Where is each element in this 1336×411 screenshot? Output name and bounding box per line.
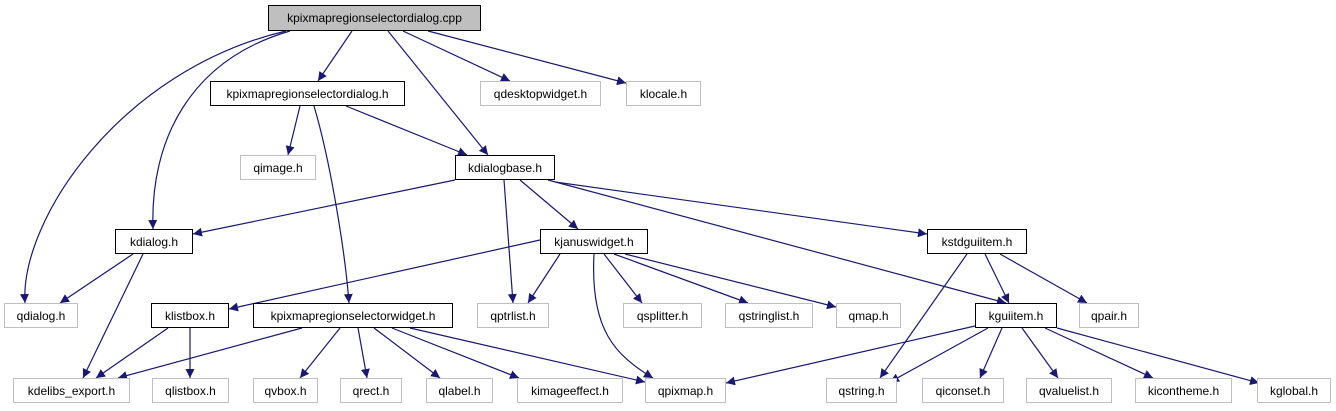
edge-widget_h-to-qpixmap	[409, 327, 646, 385]
node-qlabel: qlabel.h	[426, 378, 493, 403]
node-label: qstringlist.h	[738, 308, 800, 323]
edge-cpp-to-dlg_h	[317, 30, 353, 82]
node-widget_h[interactable]: kpixmapregionselectorwidget.h	[253, 303, 453, 328]
edge-kdialog-to-qdialog	[59, 253, 134, 304]
node-label: kstdguiitem.h	[941, 234, 1013, 249]
edge-cpp-to-qdesktopwidget	[402, 30, 511, 82]
edge-kdialogbase-to-qptrlist	[503, 179, 517, 304]
node-label: qstring.h	[838, 383, 885, 398]
node-qsplitter: qsplitter.h	[623, 303, 702, 328]
edge-kjanuswidget-to-qsplitter	[603, 253, 643, 304]
edge-widget_h-to-qlabel	[373, 327, 441, 379]
node-klocale: klocale.h	[626, 81, 701, 106]
edge-kguiitem-to-qvaluelist	[1021, 327, 1059, 379]
edge-kstdguiitem-to-qstring	[879, 253, 968, 379]
node-qmap: qmap.h	[836, 303, 901, 328]
node-kdialogbase[interactable]: kdialogbase.h	[455, 155, 555, 180]
edge-kguiitem-to-qpixmap	[725, 325, 976, 386]
edge-kguiitem-to-kicontheme	[1044, 327, 1154, 379]
node-label: kguiitem.h	[988, 308, 1044, 323]
edge-kjanuswidget-to-qpixmap	[592, 253, 654, 379]
node-label: qrect.h	[352, 383, 390, 398]
edge-kjanuswidget-to-qmap	[624, 253, 837, 310]
node-qstringlist: qstringlist.h	[725, 303, 813, 328]
edge-kdialogbase-to-kstdguiitem	[554, 181, 928, 238]
node-label: qiconset.h	[935, 383, 991, 398]
node-qdesktopwidget: qdesktopwidget.h	[480, 81, 601, 106]
edge-widget_h-to-kdelibs_export	[117, 327, 303, 380]
node-label: qlabel.h	[438, 383, 481, 398]
node-kglobal: kglobal.h	[1257, 378, 1331, 403]
node-dlg_h[interactable]: kpixmapregionselectordialog.h	[210, 81, 405, 106]
node-label: klistbox.h	[164, 308, 216, 323]
edge-dlg_h-to-qimage	[285, 105, 301, 156]
node-label: kglobal.h	[1269, 383, 1319, 398]
node-label: kicontheme.h	[1147, 383, 1220, 398]
edge-kdialogbase-to-kguiitem	[547, 179, 1007, 306]
edge-cpp-to-qdialog	[19, 30, 287, 304]
node-qiconset: qiconset.h	[922, 378, 1004, 403]
edge-dlg_h-to-widget_h	[313, 105, 353, 304]
edge-kdialogbase-to-kdialog	[192, 179, 456, 237]
edge-kguiitem-to-qiconset	[979, 327, 1003, 379]
node-label: qlistbox.h	[165, 383, 216, 398]
node-label: qdialog.h	[16, 308, 66, 323]
node-kguiitem[interactable]: kguiitem.h	[975, 303, 1057, 328]
edge-kdialogbase-to-kjanuswidget	[519, 179, 579, 230]
node-label: kdialog.h	[129, 234, 179, 249]
edge-kguiitem-to-kglobal	[1056, 327, 1260, 385]
node-qrect: qrect.h	[340, 378, 402, 403]
node-label: qvaluelist.h	[1038, 383, 1100, 398]
edge-kjanuswidget-to-qptrlist	[527, 253, 561, 304]
edge-kjanuswidget-to-qstringlist	[613, 253, 749, 305]
node-label: qptrlist.h	[490, 308, 536, 323]
node-kdialog[interactable]: kdialog.h	[115, 229, 193, 254]
node-label: kdelibs_export.h	[27, 383, 116, 398]
edge-kdialog-to-kdelibs_export	[82, 253, 144, 379]
node-label: qmap.h	[848, 308, 889, 323]
node-label: qdesktopwidget.h	[493, 86, 588, 101]
edge-kstdguiitem-to-kguiitem	[984, 253, 1010, 304]
edge-widget_h-to-kimageeffect	[391, 327, 520, 379]
node-cpp[interactable]: kpixmapregionselectordialog.cpp	[268, 5, 481, 31]
node-label: qpair.h	[1090, 308, 1128, 323]
edge-widget_h-to-qvbox	[299, 327, 341, 379]
edge-cpp-to-kdialog	[148, 30, 291, 230]
node-kicontheme: kicontheme.h	[1135, 378, 1232, 403]
node-qdialog: qdialog.h	[4, 303, 78, 328]
node-label: kpixmapregionselectorwidget.h	[270, 308, 436, 323]
node-label: kimageeffect.h	[531, 383, 609, 398]
node-qpair: qpair.h	[1079, 303, 1139, 328]
node-label: klocale.h	[639, 86, 688, 101]
edge-kstdguiitem-to-qpair	[999, 253, 1088, 304]
node-qlistbox: qlistbox.h	[152, 378, 229, 403]
edge-kguiitem-to-qstring	[889, 327, 989, 383]
node-label: kjanuswidget.h	[554, 234, 634, 249]
node-label: qsplitter.h	[636, 308, 689, 323]
node-kjanuswidget[interactable]: kjanuswidget.h	[540, 229, 648, 254]
edge-cpp-to-klocale	[427, 30, 627, 86]
node-qstring: qstring.h	[826, 378, 897, 403]
edge-dlg_h-to-kdialogbase	[345, 105, 468, 156]
node-klistbox[interactable]: klistbox.h	[151, 303, 229, 328]
node-label: kpixmapregionselectordialog.cpp	[287, 11, 462, 25]
node-qimage: qimage.h	[240, 155, 316, 180]
node-kstdguiitem[interactable]: kstdguiitem.h	[927, 229, 1027, 254]
node-label: qimage.h	[253, 160, 303, 175]
edge-kjanuswidget-to-klistbox	[228, 239, 541, 312]
node-kdelibs_export: kdelibs_export.h	[13, 378, 130, 403]
node-label: qpixmap.h	[657, 383, 714, 398]
node-qpixmap: qpixmap.h	[645, 378, 726, 403]
node-kimageeffect: kimageeffect.h	[517, 378, 623, 403]
node-qvaluelist: qvaluelist.h	[1026, 378, 1112, 403]
edge-cpp-to-kdialogbase	[387, 30, 489, 156]
edge-widget_h-to-qrect	[357, 327, 370, 379]
node-qptrlist: qptrlist.h	[477, 303, 549, 328]
edge-klistbox-to-kdelibs_export	[95, 327, 169, 379]
node-qvbox: qvbox.h	[253, 378, 318, 403]
node-label: qvbox.h	[264, 383, 307, 398]
node-label: kdialogbase.h	[467, 160, 543, 175]
node-label: kpixmapregionselectordialog.h	[226, 86, 389, 101]
